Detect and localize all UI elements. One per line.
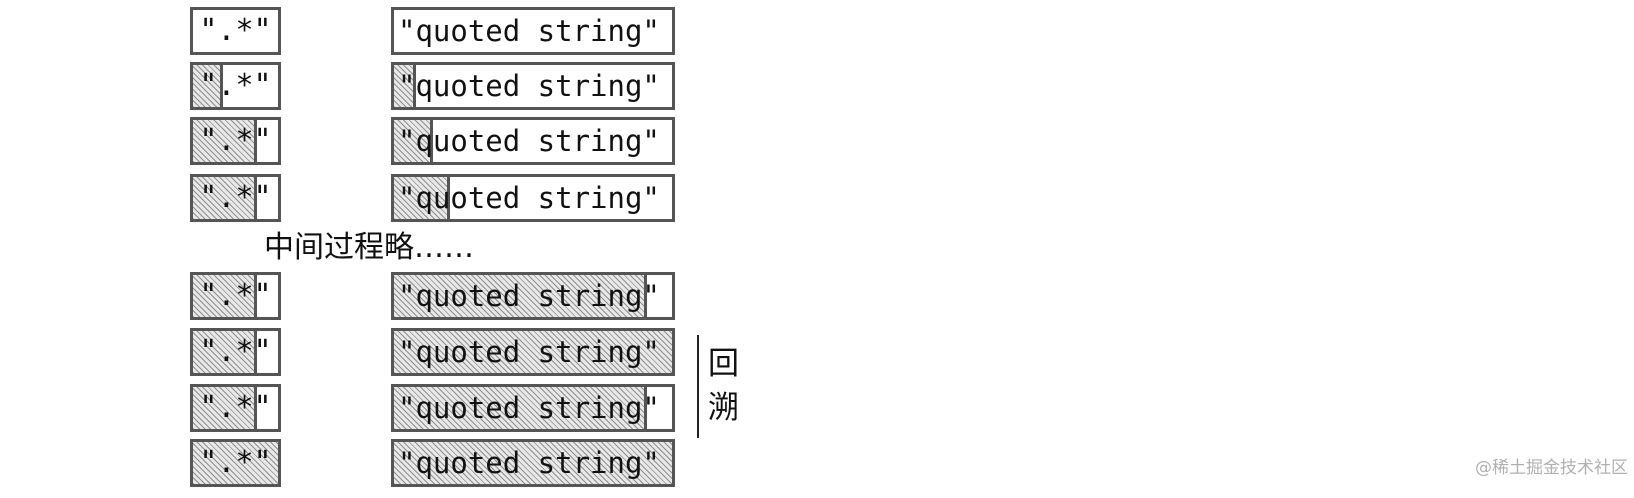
pattern-box: ".*"	[190, 62, 281, 110]
subject-text: "quoted string"	[398, 335, 660, 369]
subject-matched-hatch	[394, 120, 433, 162]
pattern-matched-hatch	[193, 331, 257, 373]
subject-box: "quoted string"	[391, 272, 675, 320]
pattern-text: ".*"	[199, 180, 272, 215]
subject-matched-hatch	[394, 387, 647, 429]
pattern-matched-hatch	[193, 442, 278, 484]
pattern-matched-hatch	[193, 275, 257, 317]
subject-text: "quoted string"	[398, 124, 660, 158]
watermark: @稀土掘金技术社区	[1475, 458, 1628, 478]
subject-box: "quoted string"	[391, 174, 675, 222]
subject-text: "quoted string"	[398, 69, 660, 103]
subject-box: "quoted string"	[391, 439, 675, 487]
pattern-matched-hatch	[193, 177, 257, 219]
subject-matched-hatch	[394, 442, 672, 484]
subject-text: "quoted string"	[398, 14, 660, 48]
pattern-box: ".*"	[190, 174, 281, 222]
pattern-text: ".*"	[199, 68, 272, 103]
subject-box: "quoted string"	[391, 117, 675, 165]
subject-box: "quoted string"	[391, 328, 675, 376]
pattern-text: ".*"	[199, 13, 272, 48]
subject-box: "quoted string"	[391, 62, 675, 110]
pattern-box: ".*"	[190, 272, 281, 320]
subject-matched-hatch	[394, 331, 672, 373]
backtrack-bracket-line	[697, 335, 699, 438]
subject-text: "quoted string"	[398, 279, 660, 313]
pattern-box: ".*"	[190, 7, 281, 55]
pattern-box: ".*"	[190, 439, 281, 487]
middle-process-note: 中间过程略……	[264, 230, 474, 265]
pattern-matched-hatch	[193, 387, 257, 429]
pattern-text: ".*"	[199, 278, 272, 313]
pattern-box: ".*"	[190, 328, 281, 376]
subject-text: "quoted string"	[398, 181, 660, 215]
pattern-text: ".*"	[199, 123, 272, 158]
pattern-box: ".*"	[190, 384, 281, 432]
subject-box: "quoted string"	[391, 7, 675, 55]
pattern-matched-hatch	[193, 120, 257, 162]
pattern-box: ".*"	[190, 117, 281, 165]
subject-text: "quoted string"	[398, 446, 660, 480]
subject-matched-hatch	[394, 65, 417, 107]
pattern-text: ".*"	[199, 445, 272, 480]
subject-matched-hatch	[394, 177, 450, 219]
pattern-matched-hatch	[193, 65, 223, 107]
pattern-text: ".*"	[199, 390, 272, 425]
backtrack-label: 回溯	[708, 346, 739, 426]
pattern-text: ".*"	[199, 334, 272, 369]
subject-text: "quoted string"	[398, 391, 660, 425]
subject-matched-hatch	[394, 275, 647, 317]
subject-box: "quoted string"	[391, 384, 675, 432]
